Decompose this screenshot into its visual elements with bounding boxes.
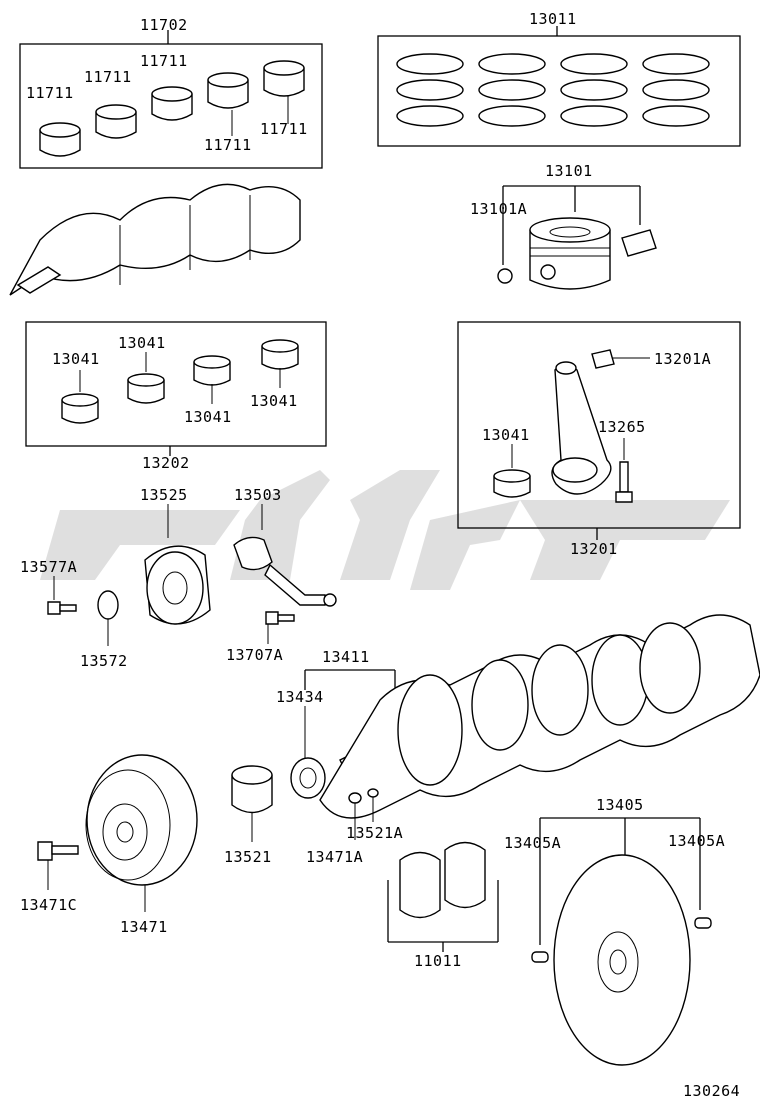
label-13707a: 13707A	[226, 646, 283, 664]
label-11711-b: 11711	[84, 68, 132, 86]
connecting-rod-assy[interactable]	[457, 321, 741, 540]
crankshaft[interactable]	[304, 614, 760, 819]
camshaft-sketch[interactable]	[9, 183, 301, 296]
label-13572: 13572	[80, 652, 128, 670]
piston-ring-set[interactable]	[377, 26, 741, 147]
label-13265: 13265	[598, 418, 646, 436]
key-13471a[interactable]	[348, 792, 362, 840]
label-13405a-right: 13405A	[668, 832, 725, 850]
label-13405a-left: 13405A	[504, 834, 561, 852]
ring-stack-1[interactable]	[396, 53, 464, 127]
label-13521a: 13521A	[346, 824, 403, 842]
oil-nozzle[interactable]	[233, 504, 337, 607]
rod-bearing-shell-2[interactable]	[127, 373, 165, 404]
label-11711-a: 11711	[26, 84, 74, 102]
label-13011: 13011	[529, 10, 577, 28]
label-11011: 11011	[414, 952, 462, 970]
diagram-number: 130264	[683, 1082, 740, 1100]
label-13471: 13471	[120, 918, 168, 936]
label-13471c: 13471C	[20, 896, 77, 914]
label-11711-c: 11711	[140, 52, 188, 70]
label-13201: 13201	[570, 540, 618, 558]
label-13471a: 13471A	[306, 848, 363, 866]
bolt-13471c[interactable]	[37, 841, 79, 890]
rod-bearing-shell-3[interactable]	[193, 355, 231, 386]
label-13041-e: 13041	[482, 426, 530, 444]
label-13041-b: 13041	[118, 334, 166, 352]
main-bearing-shell-3[interactable]	[151, 86, 193, 121]
label-13525: 13525	[140, 486, 188, 504]
main-bearing-shell-4[interactable]	[207, 72, 249, 109]
label-13201a: 13201A	[654, 350, 711, 368]
piston[interactable]	[497, 185, 657, 290]
key-13521a[interactable]	[367, 788, 379, 822]
label-13101a: 13101A	[470, 200, 527, 218]
ring-stack-2[interactable]	[478, 53, 546, 127]
label-11711-d: 11711	[204, 136, 252, 154]
rod-bearing-shell-1[interactable]	[61, 393, 99, 424]
label-13577a: 13577A	[20, 558, 77, 576]
label-13521: 13521	[224, 848, 272, 866]
bolt-13577a[interactable]	[47, 576, 77, 615]
ring-stack-3[interactable]	[560, 53, 628, 127]
label-13202: 13202	[142, 454, 190, 472]
label-11702: 11702	[140, 16, 188, 34]
label-13434: 13434	[276, 688, 324, 706]
label-13503: 13503	[234, 486, 282, 504]
balance-gear[interactable]	[144, 504, 211, 625]
label-13405: 13405	[596, 796, 644, 814]
main-bearing-shell-2[interactable]	[95, 104, 137, 139]
thrust-washer-set[interactable]	[387, 841, 499, 953]
rod-bearing-shell-4[interactable]	[261, 339, 299, 370]
drive-plate[interactable]	[531, 817, 712, 1066]
rod-bearing-set[interactable]	[25, 321, 327, 456]
label-13041-c: 13041	[184, 408, 232, 426]
label-13041-a: 13041	[52, 350, 100, 368]
label-11711-e: 11711	[260, 120, 308, 138]
label-13041-d: 13041	[250, 392, 298, 410]
crank-gear[interactable]	[231, 765, 273, 842]
ring-stack-4[interactable]	[642, 53, 710, 127]
main-bearing-shell-5[interactable]	[263, 60, 305, 97]
gear-13434[interactable]	[290, 706, 326, 799]
label-13101: 13101	[545, 162, 593, 180]
bolt-13707a[interactable]	[265, 611, 295, 644]
main-bearing-shell-1[interactable]	[39, 122, 81, 157]
label-13411: 13411	[322, 648, 370, 666]
crank-pulley[interactable]	[85, 754, 198, 912]
main-bearing-set[interactable]	[19, 30, 323, 169]
plate-13572[interactable]	[97, 590, 119, 646]
